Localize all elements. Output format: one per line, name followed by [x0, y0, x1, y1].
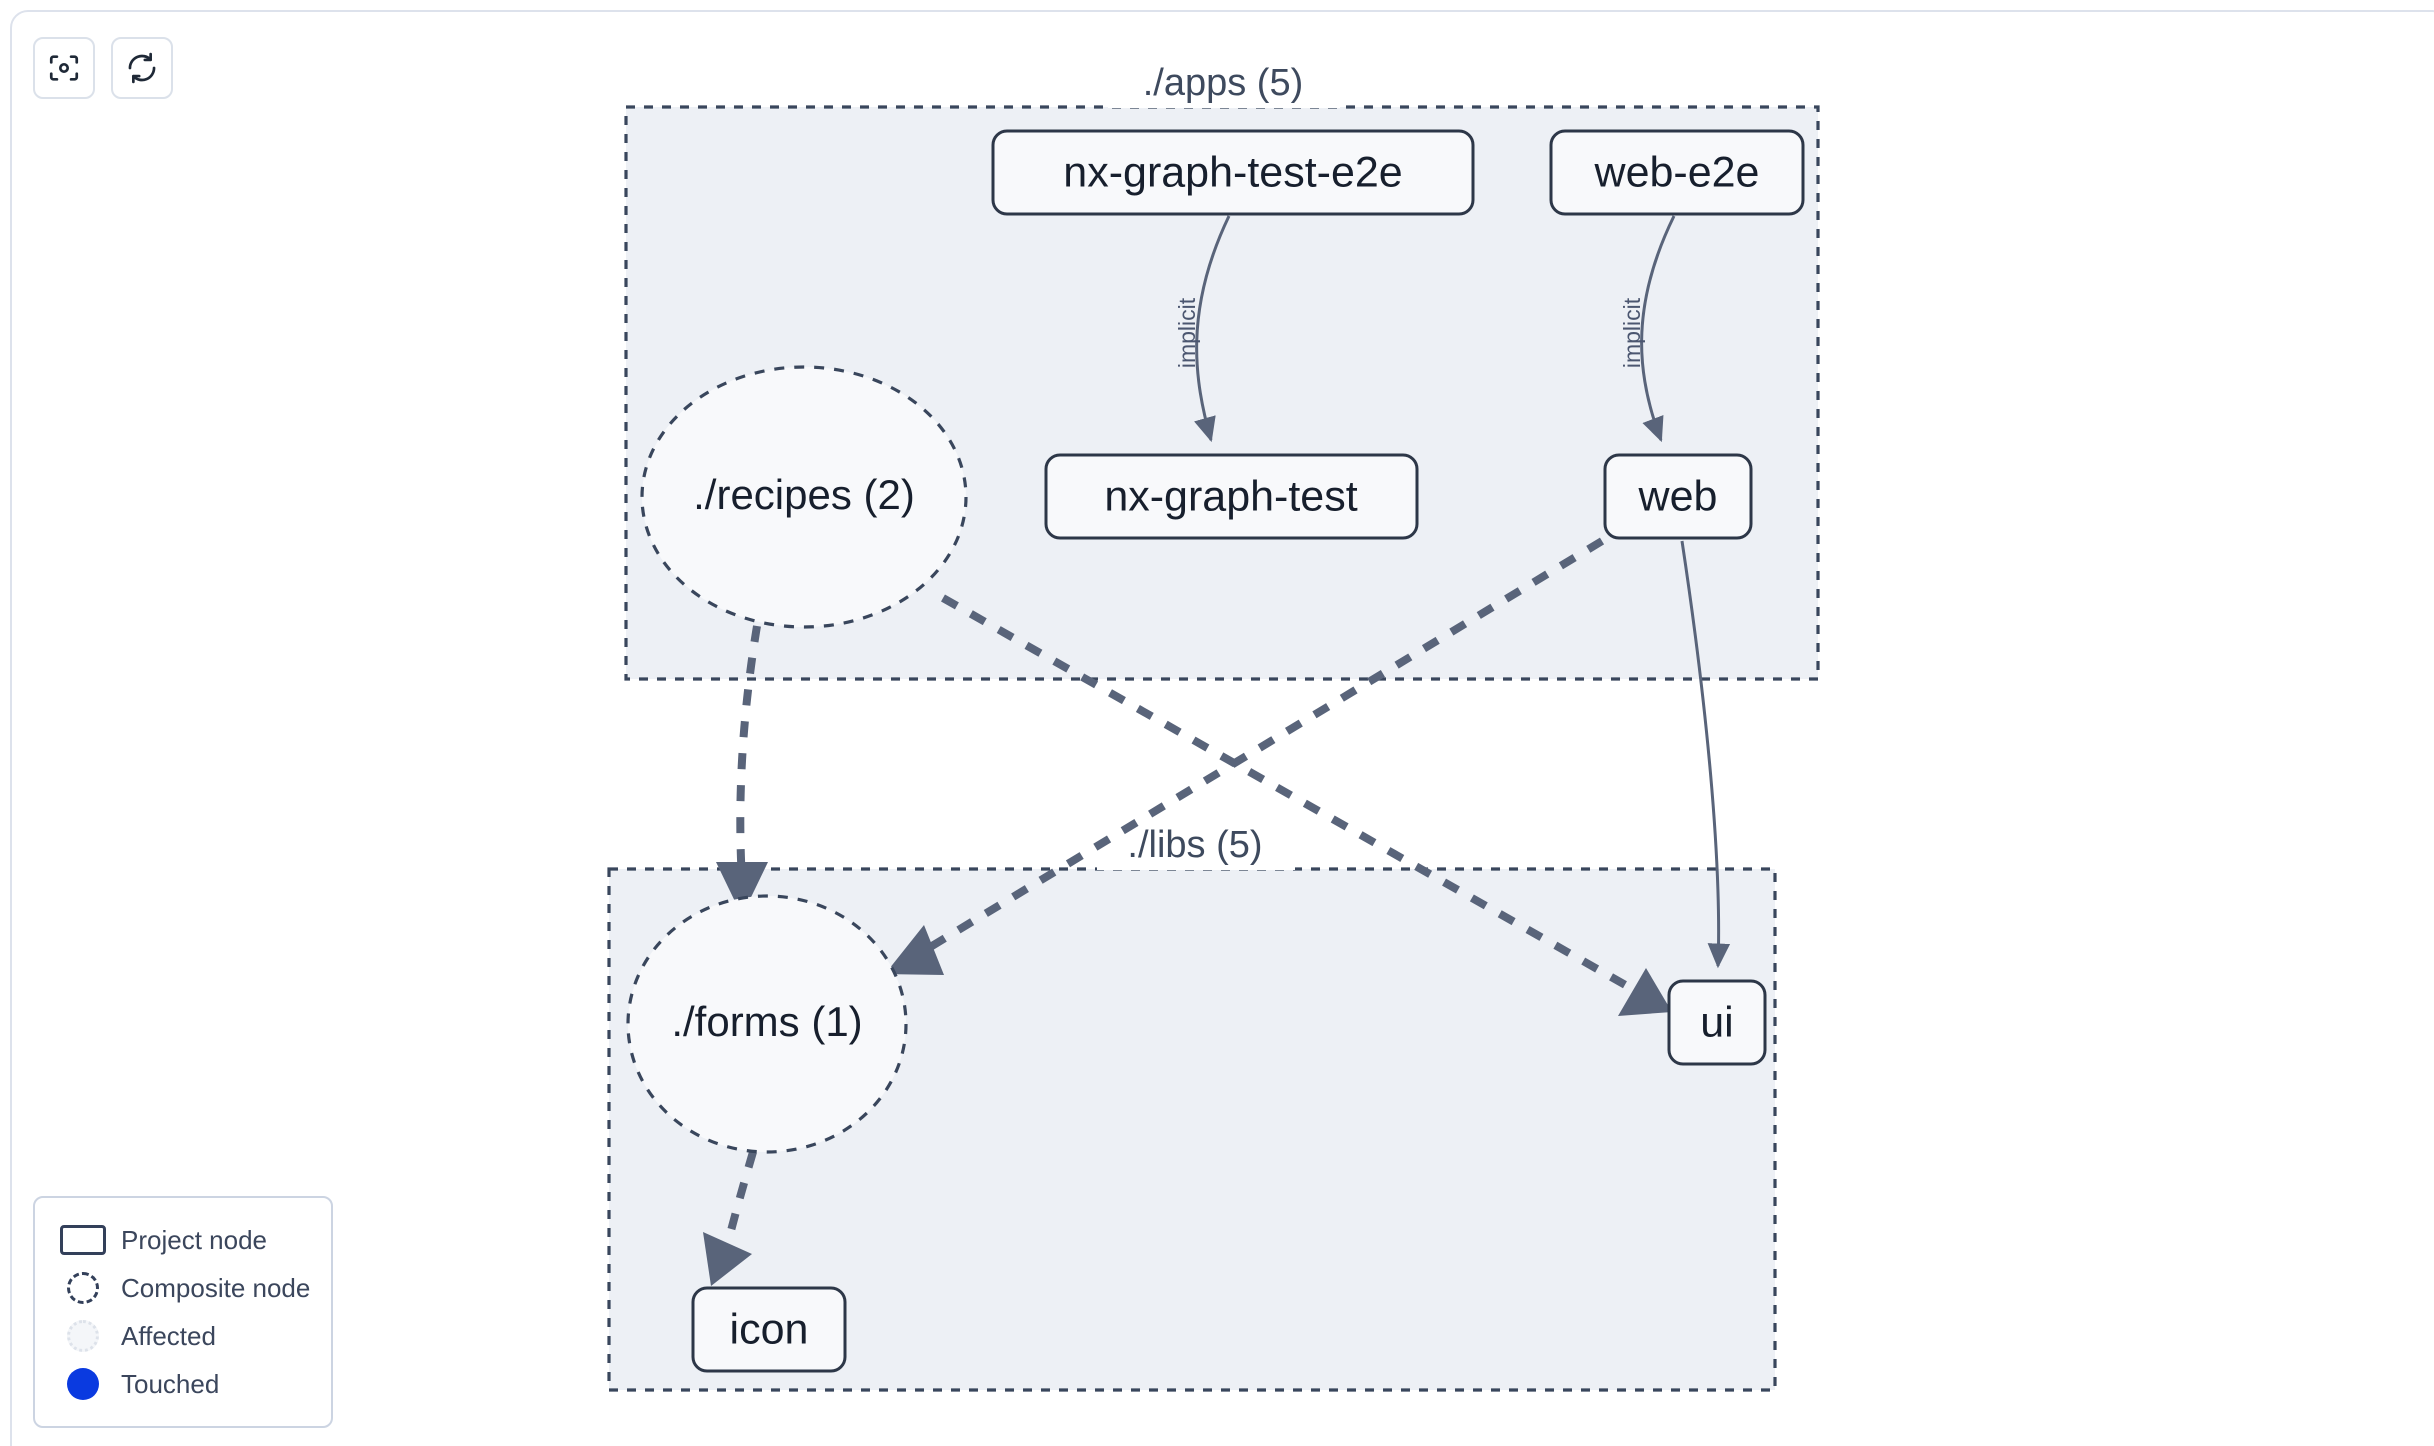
- node-label-icon: icon: [730, 1305, 809, 1353]
- node-recipes-composite[interactable]: ./recipes (2): [640, 365, 968, 629]
- refresh-graph-button[interactable]: [111, 37, 173, 99]
- focus-graph-button[interactable]: [33, 37, 95, 99]
- node-web-e2e[interactable]: web-e2e: [1549, 129, 1805, 216]
- edge-forms-to-icon[interactable]: [703, 1150, 757, 1286]
- touched-node-icon: [55, 1364, 111, 1404]
- node-forms-composite[interactable]: ./forms (1): [626, 894, 908, 1154]
- legend-label-project-node: Project node: [121, 1224, 267, 1255]
- refresh-icon: [125, 51, 159, 85]
- affected-node-icon: [55, 1316, 111, 1356]
- edge-recipes-to-ui[interactable]: [941, 594, 1672, 1016]
- group-apps-label-backdrop: [1108, 60, 1340, 108]
- composite-node-icon: [55, 1268, 111, 1308]
- node-nx-graph-test[interactable]: nx-graph-test: [1044, 453, 1419, 540]
- legend-label-touched: Touched: [121, 1368, 220, 1399]
- node-ui[interactable]: ui: [1667, 979, 1767, 1066]
- node-label-ui: ui: [1700, 998, 1733, 1046]
- viewfinder-icon: [47, 51, 81, 85]
- group-libs-label: ./libs (5): [1127, 824, 1262, 866]
- graph-legend: Project node Composite node Affected Tou…: [33, 1196, 333, 1428]
- node-icon[interactable]: icon: [691, 1286, 847, 1373]
- edge-recipes-to-forms[interactable]: [716, 625, 768, 916]
- node-label-forms: ./forms (1): [671, 998, 862, 1045]
- legend-item-project-node: Project node: [55, 1216, 311, 1264]
- node-label-web-e2e: web-e2e: [1594, 148, 1760, 196]
- group-apps-label: ./apps (5): [1143, 62, 1304, 104]
- edge-web-to-forms[interactable]: [885, 537, 1605, 975]
- legend-item-composite-node: Composite node: [55, 1264, 311, 1312]
- edge-web-e2e-to-web[interactable]: implicit: [1619, 215, 1676, 443]
- legend-item-touched: Touched: [55, 1360, 311, 1408]
- project-node-icon: [55, 1220, 111, 1260]
- node-web[interactable]: web: [1603, 453, 1753, 540]
- graph-toolbar: [33, 37, 173, 99]
- edge-nx-graph-test-e2e-to-nx-graph-test[interactable]: implicit: [1174, 215, 1231, 443]
- node-label-nx-graph-test-e2e: nx-graph-test-e2e: [1063, 148, 1402, 196]
- node-nx-graph-test-e2e[interactable]: nx-graph-test-e2e: [991, 129, 1475, 216]
- legend-label-affected: Affected: [121, 1320, 216, 1351]
- edge-label-implicit-2: implicit: [1619, 297, 1645, 368]
- edge-label-implicit-1: implicit: [1174, 297, 1200, 368]
- node-label-recipes: ./recipes (2): [693, 471, 915, 518]
- node-label-nx-graph-test: nx-graph-test: [1104, 472, 1357, 520]
- node-label-web: web: [1638, 472, 1718, 520]
- legend-label-composite-node: Composite node: [121, 1272, 311, 1303]
- legend-item-affected: Affected: [55, 1312, 311, 1360]
- edge-web-to-ui[interactable]: [1680, 540, 1731, 969]
